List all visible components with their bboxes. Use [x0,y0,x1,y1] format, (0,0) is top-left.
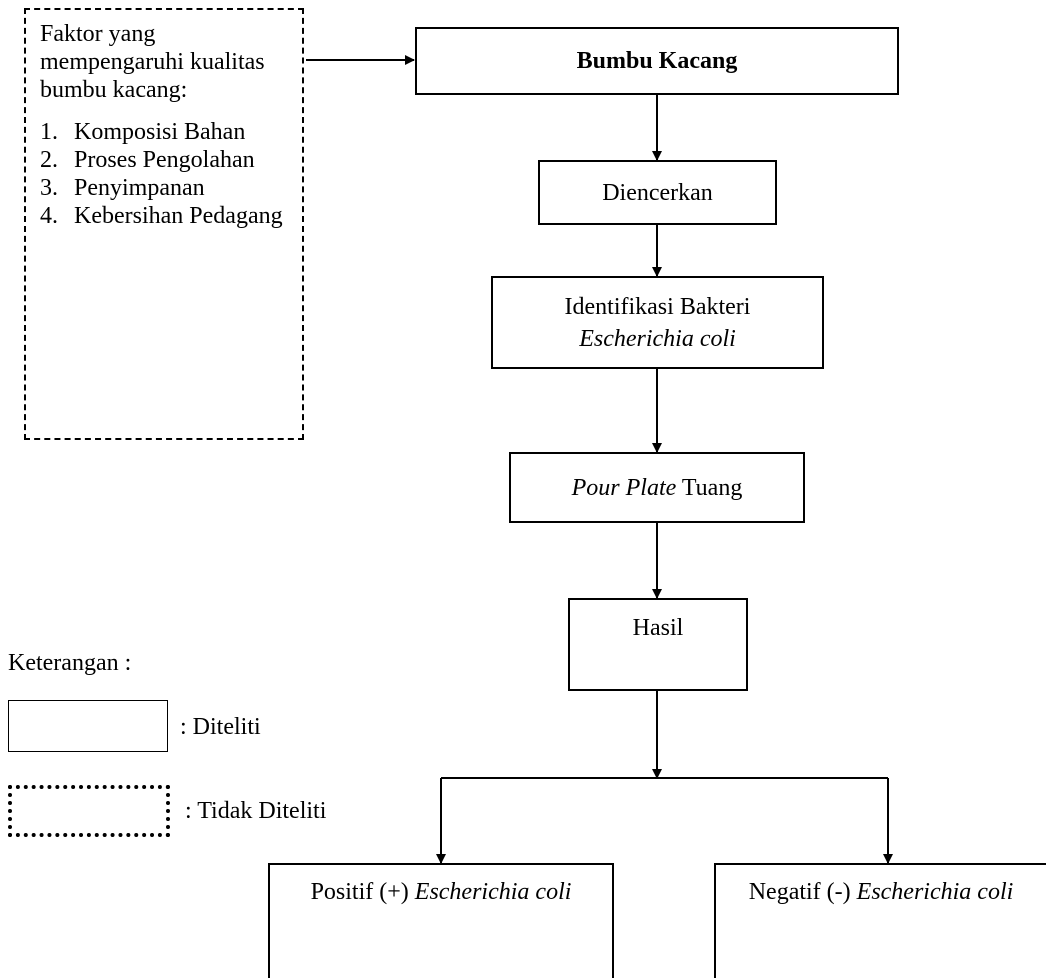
node-hasil: Hasil [568,598,748,691]
legend-diteliti-label: : Diteliti [180,714,261,740]
factor-item: 1.Komposisi Bahan [40,119,246,145]
node-bumbu-kacang: Bumbu Kacang [415,27,899,95]
factor-item: 3.Penyimpanan [40,175,205,201]
factors-list: 1.Komposisi Bahan 2.Proses Pengolahan 3.… [40,118,292,230]
legend-tidak-diteliti-label: : Tidak Diteliti [185,798,327,824]
factor-item: 2.Proses Pengolahan [40,147,255,173]
node-pour-plate: Pour Plate Tuang [509,452,805,523]
legend-dotted-box [8,785,170,837]
legend-solid-box [8,700,168,752]
factor-item: 4.Kebersihan Pedagang [40,203,283,229]
legend-title: Keterangan : [8,650,132,676]
node-identifikasi: Identifikasi Bakteri Escherichia coli [491,276,824,369]
factors-box: Faktor yang mempengaruhi kualitas bumbu … [24,8,304,440]
factors-intro: Faktor yang mempengaruhi kualitas bumbu … [40,21,265,103]
node-diencerkan: Diencerkan [538,160,777,225]
node-negatif: Negatif (-) Escherichia coli [714,863,1046,978]
node-positif: Positif (+) Escherichia coli [268,863,614,978]
